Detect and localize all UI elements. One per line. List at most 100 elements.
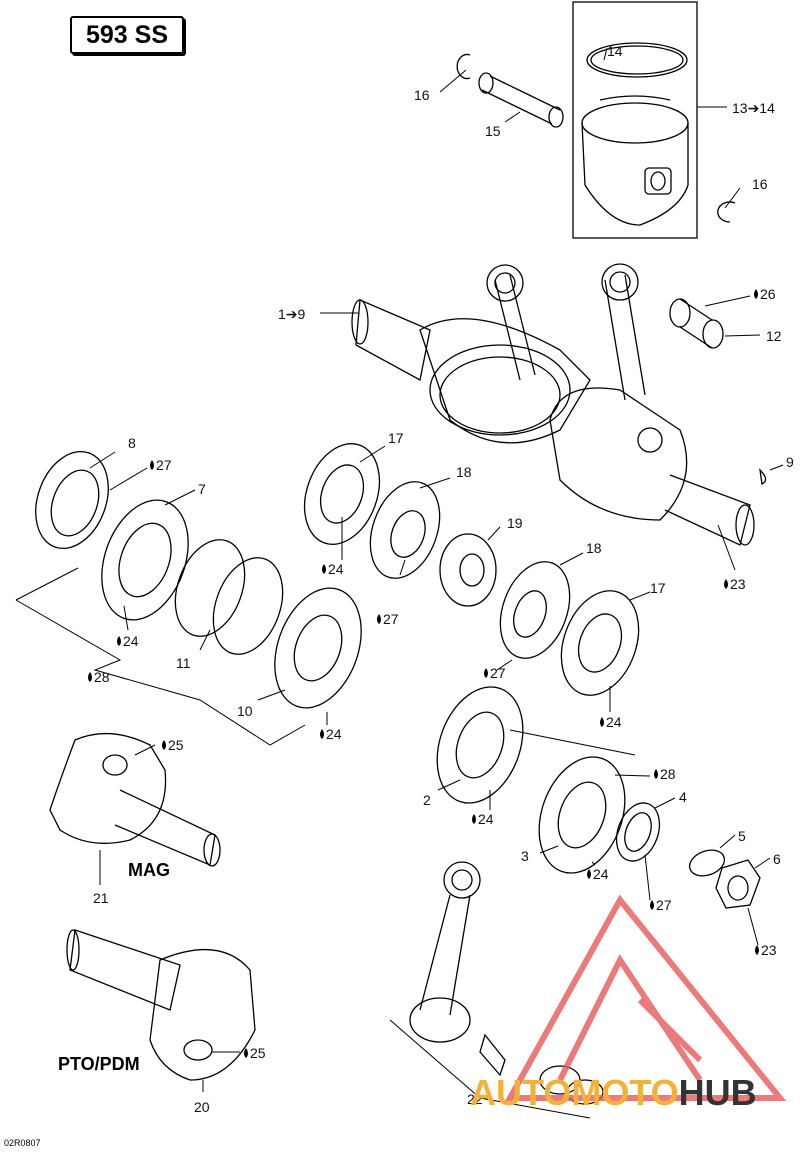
callout-number: 24: [326, 726, 342, 742]
callout-number: 28: [660, 766, 676, 782]
callout-c24f: 24: [585, 867, 609, 881]
callout-number: 1➔9: [278, 306, 306, 322]
callout-number: 8: [128, 435, 136, 451]
callout-c2: 2: [423, 793, 431, 807]
callout-c25a: 25: [160, 738, 184, 752]
callout-number: 18: [586, 540, 602, 556]
crank-half-mag: [49, 732, 221, 867]
callout-c16b: 16: [752, 177, 768, 191]
callout-c28a: 28: [86, 670, 110, 684]
callout-c24c: 24: [598, 715, 622, 729]
callout-number: 26: [760, 286, 776, 302]
callout-number: 25: [250, 1045, 266, 1061]
callout-number: 16: [752, 176, 768, 192]
callout-number: 24: [593, 866, 609, 882]
callout-number: 17: [388, 430, 404, 446]
grease-drop-icon: [585, 866, 593, 882]
callout-number: 27: [383, 611, 399, 627]
callout-number: 23: [761, 942, 777, 958]
callout-c14a: 14: [607, 44, 623, 58]
grease-drop-icon: [752, 286, 760, 302]
callout-number: 21: [93, 890, 109, 906]
circlip-right: [717, 201, 736, 223]
callout-number: 16: [414, 87, 430, 103]
circlip-left: [456, 53, 471, 80]
callout-c9: 9: [786, 455, 794, 469]
model-title: 593 SS: [70, 16, 184, 54]
piston-pin: [478, 72, 564, 128]
callout-number: 27: [656, 897, 672, 913]
callout-number: 15: [485, 123, 501, 139]
callout-number: 6: [773, 851, 781, 867]
callout-c27c: 27: [482, 666, 506, 680]
nut-6: [715, 859, 761, 909]
ball-bearing-2: [436, 686, 524, 804]
callout-c24a: 24: [320, 562, 344, 576]
grease-drop-icon: [86, 669, 94, 685]
callout-c4: 4: [679, 790, 687, 804]
callout-number: 13➔14: [732, 100, 775, 116]
grease-drop-icon: [148, 457, 156, 473]
callout-c23a: 23: [722, 577, 746, 591]
crankshaft: [351, 263, 755, 546]
callout-c15: 15: [485, 124, 501, 138]
callout-c27b: 27: [375, 612, 399, 626]
callout-number: 12: [766, 328, 782, 344]
grease-drop-icon: [320, 561, 328, 577]
callout-c24e: 24: [470, 812, 494, 826]
washer-5: [688, 849, 726, 877]
piston-ring: [586, 42, 688, 78]
callout-c16a: 16: [414, 88, 430, 102]
callout-number: 27: [490, 665, 506, 681]
grease-drop-icon: [242, 1045, 250, 1061]
callout-c11: 11: [176, 656, 191, 670]
callout-number: 4: [679, 789, 687, 805]
leader-lines: [15, 47, 784, 1119]
grease-drop-icon: [160, 737, 168, 753]
callout-c8: 8: [128, 436, 136, 450]
callout-c12: 12: [766, 329, 782, 343]
callout-c6: 6: [773, 852, 781, 866]
callout-c28b: 28: [652, 767, 676, 781]
callout-number: 24: [606, 714, 622, 730]
callout-number: 10: [237, 703, 253, 719]
callout-c19: 19: [507, 516, 523, 530]
piston: [581, 95, 689, 226]
callout-number: 24: [328, 561, 344, 577]
connecting-rod: [409, 861, 604, 1105]
grease-drop-icon: [753, 942, 761, 958]
ring-11b: [212, 557, 284, 655]
watermark-logo: [504, 894, 787, 1101]
grease-drop-icon: [375, 611, 383, 627]
grease-drop-icon: [722, 576, 730, 592]
callout-c25b: 25: [242, 1046, 266, 1060]
grease-drop-icon: [482, 665, 490, 681]
callout-c22: 22: [467, 1092, 483, 1106]
callout-c24b: 24: [115, 634, 139, 648]
woodruff-key: [759, 468, 767, 485]
crank-half-pto: [66, 929, 256, 1081]
grease-drop-icon: [318, 726, 326, 742]
callout-c21: 21: [93, 891, 109, 905]
callout-number: 24: [123, 633, 139, 649]
piston-kit-frame: [572, 1, 698, 239]
callout-c7: 7: [198, 482, 206, 496]
callout-c17b: 17: [650, 581, 666, 595]
grease-drop-icon: [115, 633, 123, 649]
watermark-text: AUTOMOTOHUB: [470, 1072, 757, 1114]
callout-number: 5: [738, 828, 746, 844]
callout-c23b: 23: [753, 943, 777, 957]
callout-c27d: 27: [648, 898, 672, 912]
watermark-part2: HUB: [678, 1072, 757, 1113]
callout-c13: 13➔14: [732, 101, 775, 115]
callout-number: 11: [176, 655, 191, 671]
mag-label: MAG: [128, 860, 170, 880]
callout-number: 27: [156, 457, 172, 473]
grease-drop-icon: [598, 714, 606, 730]
watermark-part1: AUTOMOTO: [470, 1072, 679, 1113]
callout-c24d: 24: [318, 727, 342, 741]
grease-drop-icon: [470, 811, 478, 827]
seal-4: [615, 802, 661, 862]
ball-bearing-7: [101, 499, 189, 621]
callout-number: 14: [607, 43, 623, 59]
